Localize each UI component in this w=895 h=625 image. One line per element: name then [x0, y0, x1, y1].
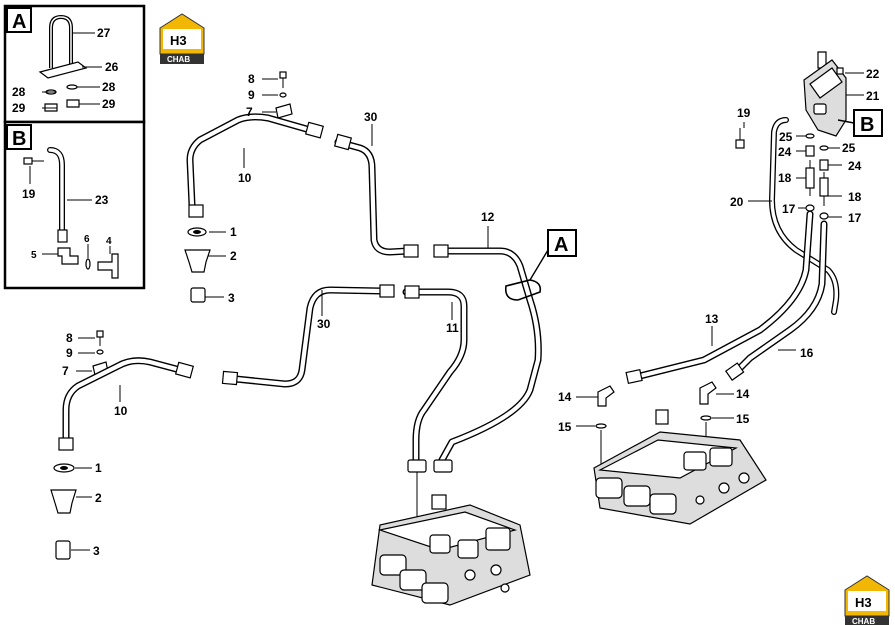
callout-17-left: 17 [782, 202, 796, 216]
svg-text:CHAB: CHAB [167, 55, 190, 64]
inset-b: B 19 23 6 5 4 [3, 120, 146, 290]
svg-text:H3: H3 [855, 595, 872, 610]
inset-a-label: A [12, 11, 26, 33]
left-lower-assembly: 8 9 7 10 1 2 3 30 11 [50, 284, 468, 560]
control-valve-right [593, 409, 767, 525]
callout-26: 26 [105, 60, 119, 74]
callout-8-upper: 8 [248, 72, 255, 86]
callout-17-right: 17 [848, 211, 862, 225]
callout-3-lower: 3 [93, 544, 100, 558]
callout-18-left: 18 [778, 171, 792, 185]
logo-top: H3 CHAB [159, 13, 205, 65]
callout-22: 22 [866, 67, 880, 81]
control-valve-left [371, 472, 531, 606]
callout-4: 4 [106, 236, 112, 247]
callout-24-left: 24 [778, 145, 792, 159]
callout-7-lower: 7 [62, 364, 69, 378]
callout-11: 11 [446, 321, 459, 335]
svg-text:CHAB: CHAB [852, 617, 875, 625]
callout-9-upper: 9 [248, 88, 255, 102]
callout-24-right: 24 [848, 159, 862, 173]
callout-29-left: 29 [12, 101, 26, 115]
right-assembly: 22 21 B 19 25 25 24 24 18 18 1 [558, 51, 883, 525]
callout-7-upper: 7 [246, 105, 253, 119]
callout-29-right: 29 [102, 97, 116, 111]
callout-27: 27 [97, 26, 111, 40]
callout-12: 12 [481, 210, 495, 224]
inset-b-label: B [12, 128, 26, 150]
callout-10-lower: 10 [114, 404, 128, 418]
callout-1-lower: 1 [95, 461, 102, 475]
callout-25-left: 25 [779, 130, 793, 144]
svg-text:H3: H3 [170, 33, 187, 48]
callout-19-right: 19 [737, 106, 751, 120]
callout-21: 21 [866, 89, 880, 103]
callout-10-upper: 10 [238, 171, 252, 185]
callout-3-upper: 3 [228, 291, 235, 305]
callout-14-left: 14 [558, 390, 572, 404]
callout-2-upper: 2 [230, 249, 237, 263]
callout-8-lower: 8 [66, 331, 73, 345]
center-assembly: 12 A [371, 210, 577, 606]
callout-30-lower: 30 [317, 317, 331, 331]
callout-15-right: 15 [736, 412, 750, 426]
callout-19: 19 [22, 187, 36, 201]
callout-28-right: 28 [102, 80, 116, 94]
inset-a: A 27 26 28 29 28 29 [3, 4, 146, 124]
callout-28-left: 28 [12, 85, 26, 99]
callout-30-upper: 30 [364, 110, 378, 124]
callout-16: 16 [800, 346, 814, 360]
callout-14-right: 14 [736, 387, 750, 401]
callout-6: 6 [84, 234, 90, 245]
callout-20: 20 [730, 195, 744, 209]
left-upper-assembly: 8 9 7 10 1 2 3 30 [184, 71, 419, 305]
callout-25-right: 25 [842, 141, 856, 155]
callout-2-lower: 2 [95, 491, 102, 505]
callout-13: 13 [705, 312, 719, 326]
callout-15-left: 15 [558, 420, 572, 434]
callout-18-right: 18 [848, 190, 862, 204]
detail-label-a: A [554, 234, 568, 256]
detail-label-b: B [860, 114, 874, 136]
logo-bottom: H3 CHAB [844, 575, 890, 625]
callout-23: 23 [95, 193, 109, 207]
callout-5: 5 [31, 250, 37, 261]
callout-9-lower: 9 [66, 346, 73, 360]
callout-1-upper: 1 [230, 225, 237, 239]
